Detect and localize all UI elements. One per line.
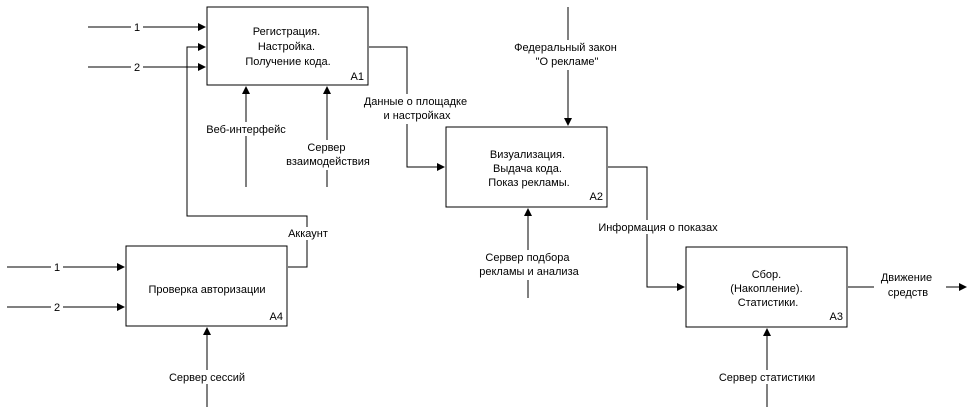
block-a3-id: A3: [830, 311, 843, 323]
block-a4-title: Проверка авторизации: [148, 284, 265, 296]
block-a3-line-2: (Накопление).: [730, 283, 802, 295]
arrow-a4-input-2: 2: [7, 300, 125, 314]
arrow-a1-input-1-label: 1: [134, 22, 140, 34]
arrow-account-label: Аккаунт: [288, 228, 328, 240]
block-a1[interactable]: Регистрация. Настройка. Получение кода. …: [206, 6, 369, 86]
arrow-interaction-server: Сервер взаимодействия: [280, 86, 376, 187]
arrow-session-server-label: Сервер сессий: [169, 372, 245, 384]
block-a3-title: Сбор. (Накопление). Статистики.: [730, 269, 805, 309]
arrow-ad-selection-server-line-1: Сервер подбора: [485, 252, 570, 264]
arrow-money-flow-label: Движение средств: [881, 272, 935, 299]
arrow-statistics-server-label: Сервер статистики: [719, 372, 815, 384]
arrow-federal-law: Федеральный закон "О рекламе": [499, 7, 635, 126]
arrow-web-interface-label: Веб-интерфейс: [206, 124, 286, 136]
block-a3[interactable]: Сбор. (Накопление). Статистики. A3: [685, 246, 848, 328]
arrow-site-data: Данные о площадке и настройках: [357, 46, 477, 171]
arrow-a1-input-2: 2: [88, 60, 206, 74]
arrow-ad-selection-server-label: Сервер подбора рекламы и анализа: [479, 252, 579, 278]
block-a3-line-1: Сбор.: [752, 269, 782, 281]
arrow-a1-input-1: 1: [88, 20, 206, 34]
block-a2-id: A2: [590, 191, 603, 203]
block-a4-id: A4: [270, 311, 283, 323]
block-a4[interactable]: Проверка авторизации A4: [125, 245, 288, 327]
arrow-interaction-server-label: Сервер взаимодействия: [286, 142, 370, 168]
block-a2[interactable]: Визуализация. Выдача кода. Показ рекламы…: [445, 126, 608, 208]
block-a2-line-3: Показ рекламы.: [488, 177, 569, 189]
block-a1-title: Регистрация. Настройка. Получение кода.: [245, 26, 330, 68]
block-a2-line-1: Визуализация.: [490, 149, 565, 161]
arrow-a1-input-2-label: 2: [134, 62, 140, 74]
block-a3-line-3: Статистики.: [738, 297, 799, 309]
arrow-federal-law-label: Федеральный закон "О рекламе": [514, 42, 620, 68]
arrow-federal-law-line-2: "О рекламе": [536, 56, 599, 68]
arrow-account: Аккаунт: [186, 43, 334, 268]
block-a1-line-2: Настройка.: [258, 41, 315, 53]
arrow-impressions-info: Информация о показах: [590, 166, 726, 291]
arrow-impressions-info-label: Информация о показах: [598, 222, 718, 234]
block-a2-title: Визуализация. Выдача кода. Показ рекламы…: [488, 149, 569, 189]
arrow-ad-selection-server-line-2: рекламы и анализа: [479, 266, 579, 278]
block-a4-frame: [125, 245, 288, 327]
arrow-site-data-line-1: Данные о площадке: [364, 96, 467, 108]
arrow-site-data-line-2: и настройках: [384, 110, 451, 122]
arrow-interaction-server-line-2: взаимодействия: [286, 156, 370, 168]
arrow-interaction-server-line-1: Сервер: [307, 142, 345, 154]
arrow-statistics-server: Сервер статистики: [708, 328, 826, 407]
arrow-money-flow-line-1: Движение: [881, 272, 932, 284]
arrow-web-interface: Веб-интерфейс: [199, 86, 293, 187]
block-a1-line-3: Получение кода.: [245, 56, 330, 68]
block-a2-frame: [445, 126, 608, 208]
block-a1-id: A1: [351, 71, 364, 83]
arrow-a4-input-1-label: 1: [54, 262, 60, 274]
arrow-session-server: Сервер сессий: [158, 327, 256, 407]
block-a1-frame: [206, 6, 369, 86]
arrow-ad-selection-server: Сервер подбора рекламы и анализа: [470, 208, 590, 298]
arrow-federal-law-line-1: Федеральный закон: [514, 42, 617, 54]
arrow-a4-input-2-label: 2: [54, 302, 60, 314]
arrow-a4-input-1: 1: [7, 260, 125, 274]
block-a3-frame: [685, 246, 848, 328]
arrow-money-flow: Движение средств: [848, 271, 967, 301]
arrow-money-flow-line-2: средств: [888, 287, 928, 299]
block-a2-line-2: Выдача кода.: [493, 163, 562, 175]
arrow-site-data-label: Данные о площадке и настройках: [364, 96, 470, 122]
block-a1-line-1: Регистрация.: [253, 26, 320, 38]
